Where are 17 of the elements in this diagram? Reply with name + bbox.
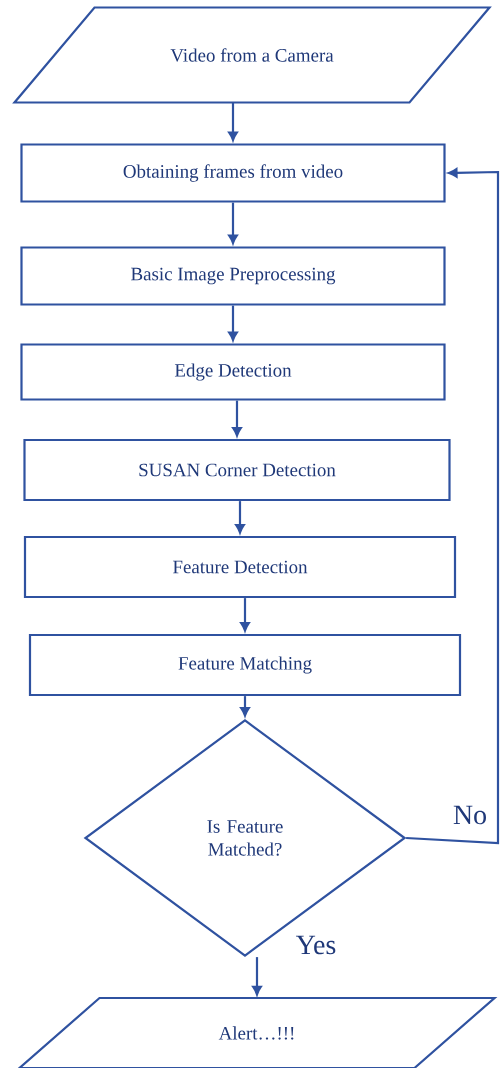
arrow (240, 598, 250, 632)
edge-label: Yes (294, 934, 338, 956)
process-box: SUSAN Corner Detection (23, 438, 451, 502)
arrow (232, 400, 242, 437)
arrow (228, 202, 238, 245)
process-box: Edge Detection (20, 343, 446, 401)
arrow (240, 696, 250, 717)
arrow (406, 167, 500, 845)
arrow (228, 305, 238, 342)
arrow (228, 102, 238, 142)
process-box: Feature Detection (23, 535, 457, 599)
process-box: Basic Image Preprocessing (20, 246, 446, 306)
arrow (252, 957, 262, 996)
process-box: Obtaining frames from video (20, 143, 446, 203)
arrow (235, 501, 245, 534)
edge-label: No (451, 804, 489, 826)
process-box: Feature Matching (28, 633, 462, 697)
